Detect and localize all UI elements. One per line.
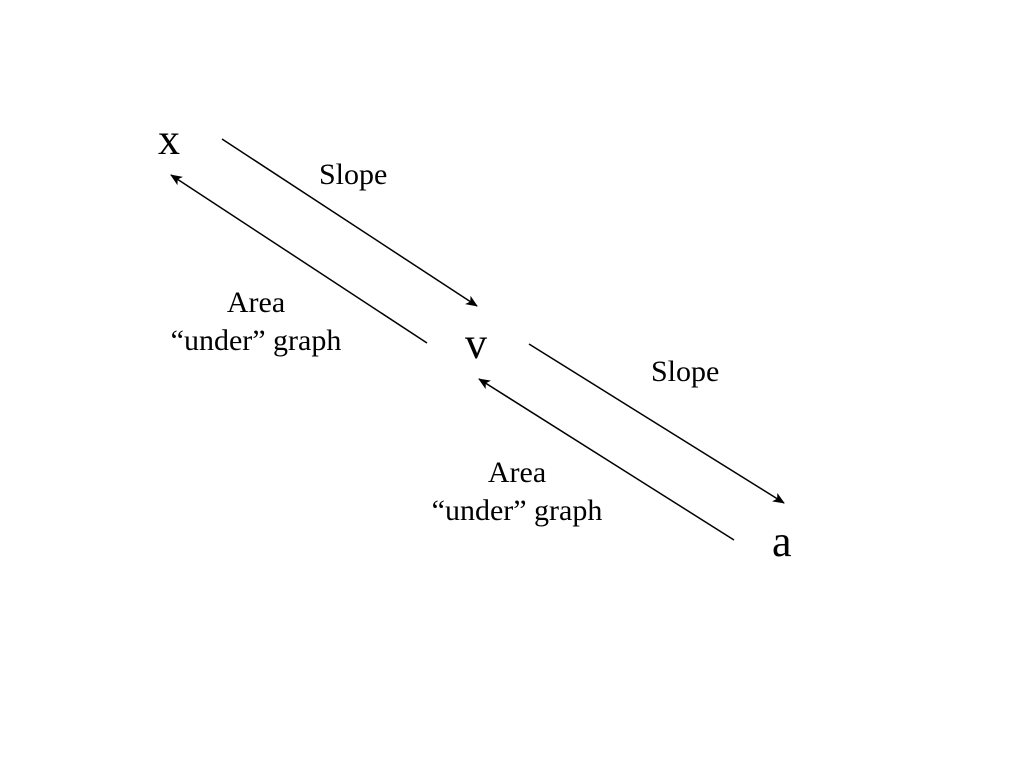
- arrow-v-to-a: [528, 343, 785, 504]
- arrow-a-to-v: [478, 378, 735, 541]
- label-area-a-to-v-line1: Area: [487, 456, 547, 489]
- label-slope-v-to-a: Slope: [651, 355, 720, 388]
- label-area-v-to-x-line2: “under” graph: [170, 323, 342, 357]
- arrow-v-to-x: [170, 174, 428, 344]
- label-area-a-to-v-line2: “under” graph: [431, 493, 603, 527]
- node-a: a: [772, 517, 792, 566]
- label-area-v-to-x: Area “under” graph: [150, 284, 362, 359]
- label-area-v-to-x-line1: Area: [226, 286, 286, 319]
- node-v: v: [465, 319, 487, 368]
- node-x: x: [158, 115, 180, 164]
- label-area-a-to-v: Area “under” graph: [410, 454, 624, 529]
- label-slope-x-to-v: Slope: [319, 158, 388, 191]
- arrow-x-to-v: [221, 138, 478, 307]
